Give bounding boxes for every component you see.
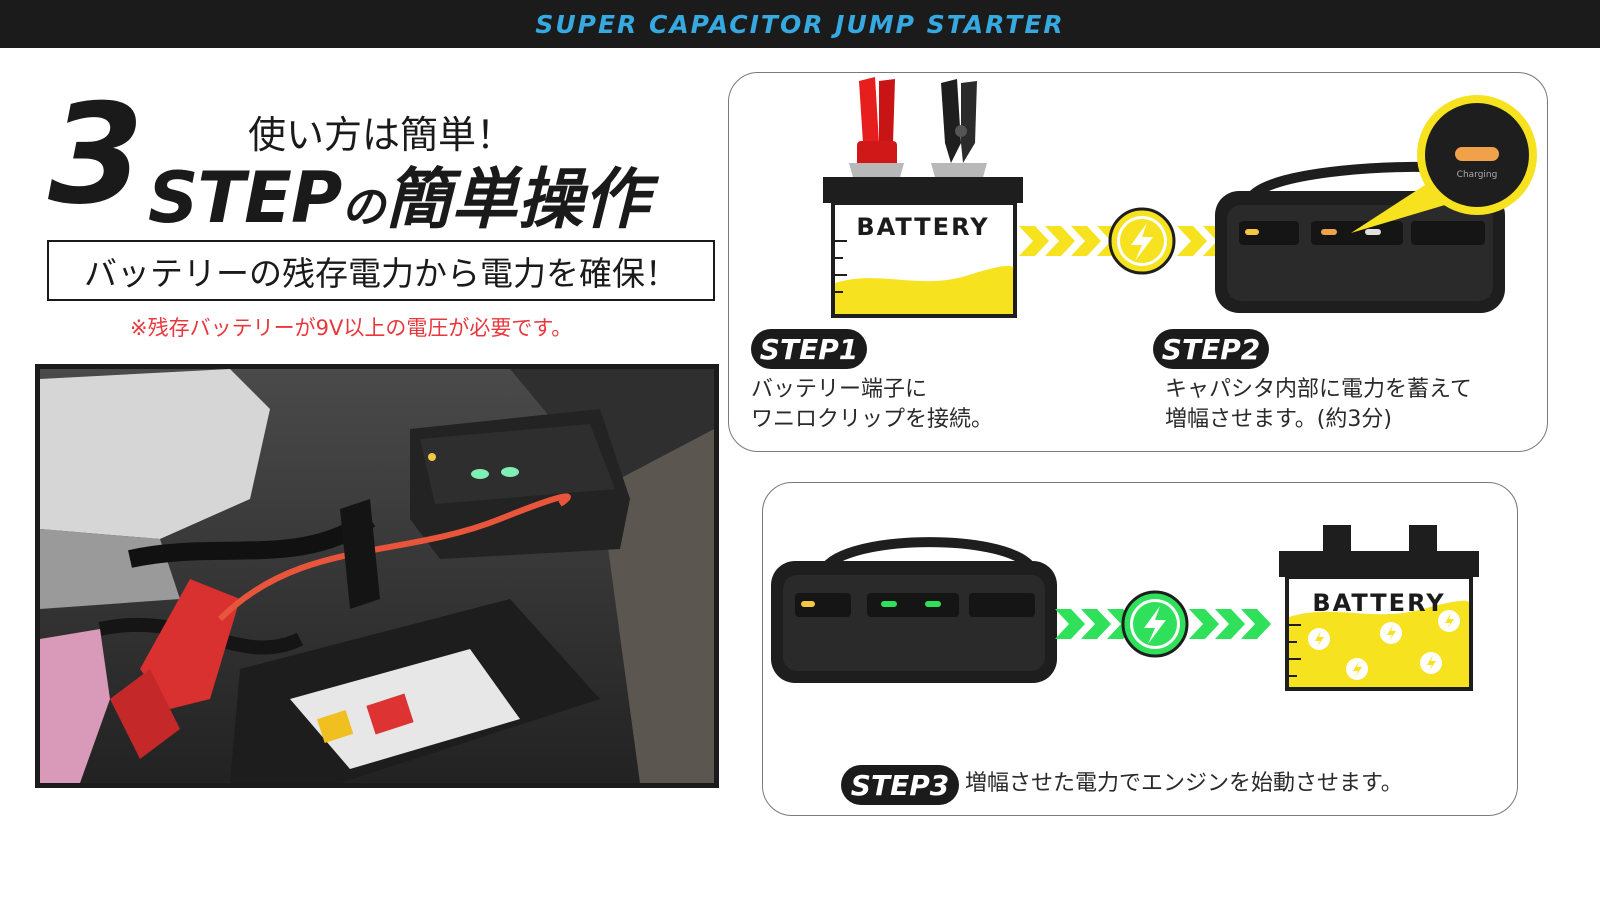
- battery-icon-step3: BATTERY: [1279, 525, 1479, 691]
- step2-description: キャパシタ内部に電力を蓄えて 増幅させます。(約3分): [1165, 375, 1472, 435]
- step3-pill: STEP3: [841, 765, 959, 805]
- red-clamp-icon: [849, 77, 904, 181]
- headline-main: STEPの簡単操作: [148, 146, 649, 242]
- headline-step-word: STEP: [148, 157, 342, 239]
- headline-easy-text: 使い方は簡単！: [248, 113, 515, 157]
- headline-operation: 簡単操作: [385, 161, 650, 238]
- step1-pill: STEP1: [751, 329, 867, 369]
- headline: 3 使い方は簡単！ STEPの簡単操作: [48, 86, 728, 240]
- step2-line2: 増幅させます。(約3分): [1165, 407, 1392, 432]
- jump-starter-device-icon-step3: [771, 537, 1057, 683]
- step3-description: 増幅させた電力でエンジンを始動させます。: [965, 771, 1403, 796]
- step1-description: バッテリー端子に ワニロクリップを接続。: [751, 375, 993, 435]
- step3-panel: BATTERY STEP3 増幅させた電力でエンジンを始動させます。: [762, 482, 1518, 816]
- step2-line1: キャパシタ内部に電力を蓄えて: [1165, 377, 1472, 402]
- step3-diagram: BATTERY: [771, 525, 1479, 691]
- engine-bay-illustration: [40, 369, 714, 783]
- charging-callout: Charging: [1351, 95, 1537, 233]
- step1-line1: バッテリー端子に: [751, 377, 928, 402]
- voltage-note: ※残存バッテリーが9V以上の電圧が必要です。: [130, 316, 573, 340]
- battery-label-3: BATTERY: [1312, 589, 1445, 617]
- step1-step2-panel: BATTERY: [728, 72, 1548, 452]
- jump-starter-device-icon: [1215, 161, 1505, 313]
- charging-label: Charging: [1457, 170, 1498, 180]
- step1-line2: ワニロクリップを接続。: [751, 407, 994, 432]
- lightning-bolt-icon: [1108, 207, 1176, 275]
- engine-bay-photo: [35, 364, 719, 788]
- banner-title: SUPER CAPACITOR JUMP STARTER: [535, 9, 1065, 39]
- step2-pill: STEP2: [1153, 329, 1269, 369]
- step1-step2-diagram: BATTERY: [823, 77, 1537, 318]
- headline-number: 3: [48, 74, 144, 235]
- top-banner: SUPER CAPACITOR JUMP STARTER: [0, 0, 1600, 48]
- battery-icon-step1: BATTERY: [823, 177, 1023, 318]
- subtitle-text: バッテリーの残存電力から電力を確保！: [84, 253, 678, 293]
- subtitle-box: バッテリーの残存電力から電力を確保！: [47, 240, 715, 301]
- battery-label-1: BATTERY: [856, 213, 989, 241]
- headline-no: の: [341, 182, 386, 233]
- lightning-bolt-icon-step3: [1121, 590, 1189, 658]
- black-clamp-icon: [931, 79, 987, 181]
